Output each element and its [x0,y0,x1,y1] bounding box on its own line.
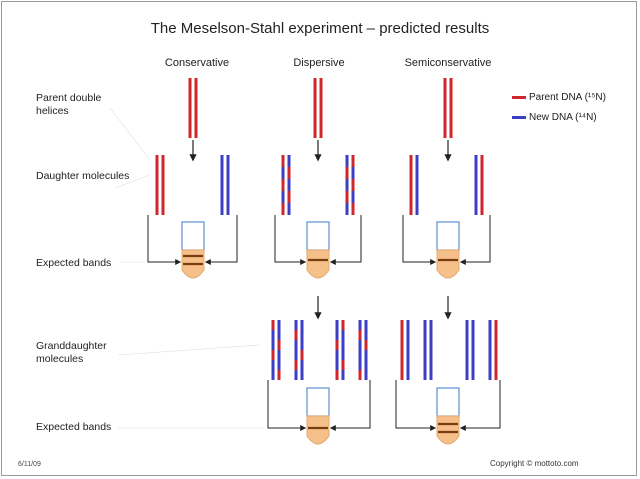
legend-parent-label: Parent DNA (¹⁵N) [529,92,606,103]
tube-semiconservative-1-liquid [436,249,460,279]
column-header-semiconservative: Semiconservative [404,57,492,69]
row-label-bands-1: Expected bands [36,257,112,269]
bracket-dispersive-1-right [329,215,362,265]
row-label-bands-2: Expected bands [36,421,112,433]
legend-new-label: New DNA (¹⁴N) [529,112,597,123]
bracket-semiconservative-1-left [402,215,437,265]
tube-dispersive-2-top [306,387,330,417]
diagram-content [109,78,501,445]
copyright-text: Copyright © mottoto.com [490,459,579,468]
tube-dispersive-1-top [306,221,330,251]
column-header-dispersive: Dispersive [293,57,345,69]
bracket-dispersive-1-left [274,215,307,265]
bracket-conservative-1-left [147,215,182,265]
bracket-dispersive-2-right [329,380,371,431]
tube-dispersive-2-liquid [306,415,330,445]
row-label-granddaughter: Granddaughter molecules [36,340,107,365]
leader-line-1 [114,174,151,189]
tube-semiconservative-1-top [436,221,460,251]
column-header-conservative: Conservative [164,57,230,69]
tube-dispersive-1-liquid [306,249,330,279]
legend-new: New DNA (¹⁴N) [512,112,597,123]
tube-semiconservative-2-top [436,387,460,417]
row-label-parent: Parent double helices [36,92,102,117]
legend-new-swatch [512,116,526,119]
tube-conservative-1-top [181,221,205,251]
bracket-dispersive-2-left [267,380,307,431]
bracket-semiconservative-2-right [459,380,501,431]
bracket-semiconservative-2-left [395,380,437,431]
leader-line-3 [117,344,261,356]
leader-line-0 [109,107,151,161]
legend-parent-swatch [512,96,526,99]
diagram-title: The Meselson-Stahl experiment – predicte… [150,20,490,37]
bracket-semiconservative-1-right [459,215,491,265]
figure-id: 6/11/09 [18,461,41,468]
tube-semiconservative-2-liquid [436,415,460,445]
row-label-daughter: Daughter molecules [36,170,130,182]
bracket-conservative-1-right [204,215,238,265]
legend-parent: Parent DNA (¹⁵N) [512,92,606,103]
